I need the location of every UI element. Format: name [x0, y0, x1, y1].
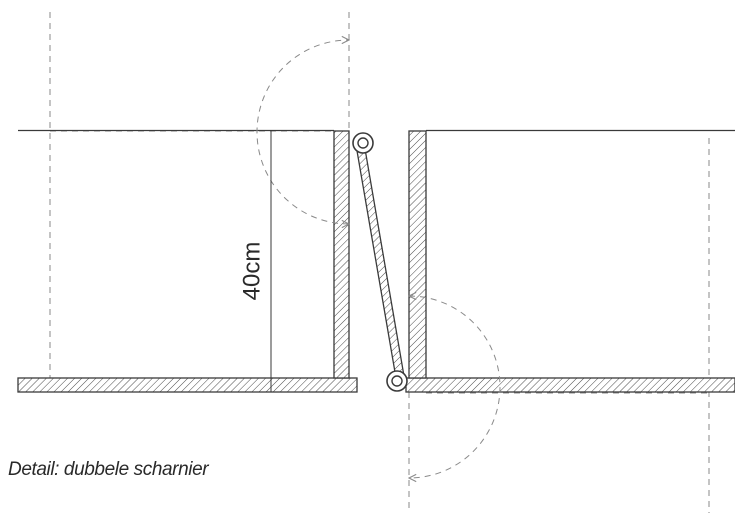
connecting-leaf — [355, 142, 405, 379]
dimension-line: 40cm — [238, 131, 272, 392]
left-cabinet-side-panel — [333, 130, 350, 379]
right-cabinet-bottom-panel — [405, 377, 735, 393]
upper-swing-arc — [256, 40, 349, 224]
connecting-leaf-panel — [355, 142, 405, 379]
lower-hinge — [386, 370, 408, 392]
diagram-caption: Detail: dubbele scharnier — [8, 459, 209, 480]
right-cabinet-side-panel — [408, 130, 427, 379]
hinge-knuckles — [352, 132, 408, 392]
dimension-label: 40cm — [238, 242, 265, 301]
right-cabinet — [405, 129, 735, 393]
lower-swing-arc — [409, 296, 501, 478]
left-cabinet — [17, 129, 358, 393]
swing-arcs — [256, 40, 501, 478]
upper-hinge — [352, 132, 374, 154]
left-cabinet-bottom-panel — [17, 377, 358, 393]
